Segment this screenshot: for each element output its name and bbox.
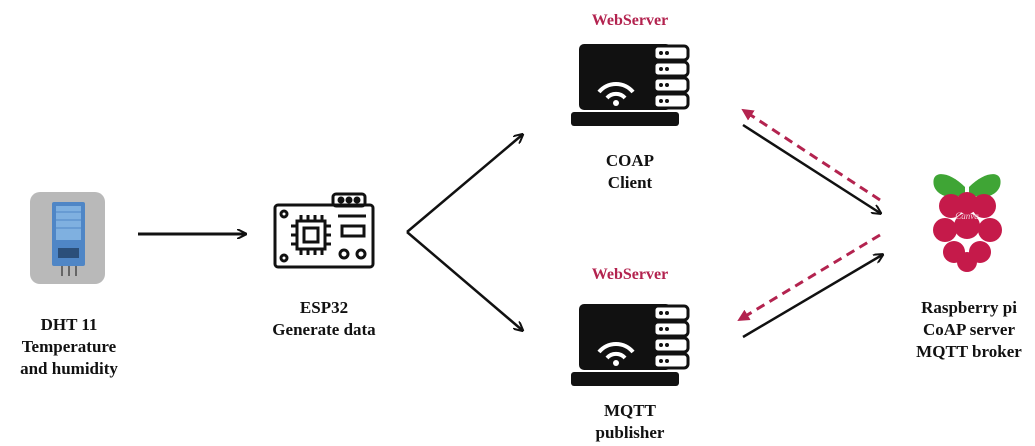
raspberry-label-line-3: MQTT broker [916,342,1022,361]
raspberry-label-line-1: Raspberry pi [921,298,1017,317]
laptop-server-icon [571,304,690,386]
circuit-board-icon [273,192,375,269]
mqtt-publisher-label-line-2: publisher [595,423,665,442]
sensor-label: DHT 11 Temperature and humidity [0,314,138,380]
coap-webserver-header: WebServer [591,12,669,29]
raspberry-label: Raspberry pi CoAP server MQTT broker [905,297,1033,363]
mqtt-publisher-label-line-1: MQTT [604,401,656,420]
coap-client-label-line-2: Client [607,173,653,192]
sensor-label-line-2: Temperature [21,337,117,356]
esp32-label-line-1: ESP32 [299,298,349,317]
coap-client-label: COAP Client [565,150,695,194]
raspberry-logo-text: Canva [955,211,979,221]
esp32-label-line-2: Generate data [272,320,376,339]
esp32-label: ESP32 Generate data [250,297,398,341]
laptop-server-icon [571,44,690,126]
arrow-esp32-to-coap [406,135,522,233]
coap-client-label-line-1: COAP [605,151,655,170]
arrow-raspberry-to-mqtt-dashed [737,233,881,322]
arrow-mqtt-to-raspberry [742,255,882,339]
sensor-label-line-3: and humidity [20,359,118,378]
dht11-sensor-icon [30,192,105,284]
raspberry-pi-icon: Canva [933,174,1002,272]
arrow-coap-to-raspberry [742,123,880,213]
sensor-label-line-1: DHT 11 [40,315,98,334]
raspberry-label-line-2: CoAP server [922,320,1016,339]
mqtt-publisher-label: MQTT publisher [565,400,695,444]
arrow-raspberry-to-coap-dashed [741,108,881,202]
mqtt-webserver-header: WebServer [591,266,669,283]
arrow-esp32-to-mqtt [406,231,522,330]
